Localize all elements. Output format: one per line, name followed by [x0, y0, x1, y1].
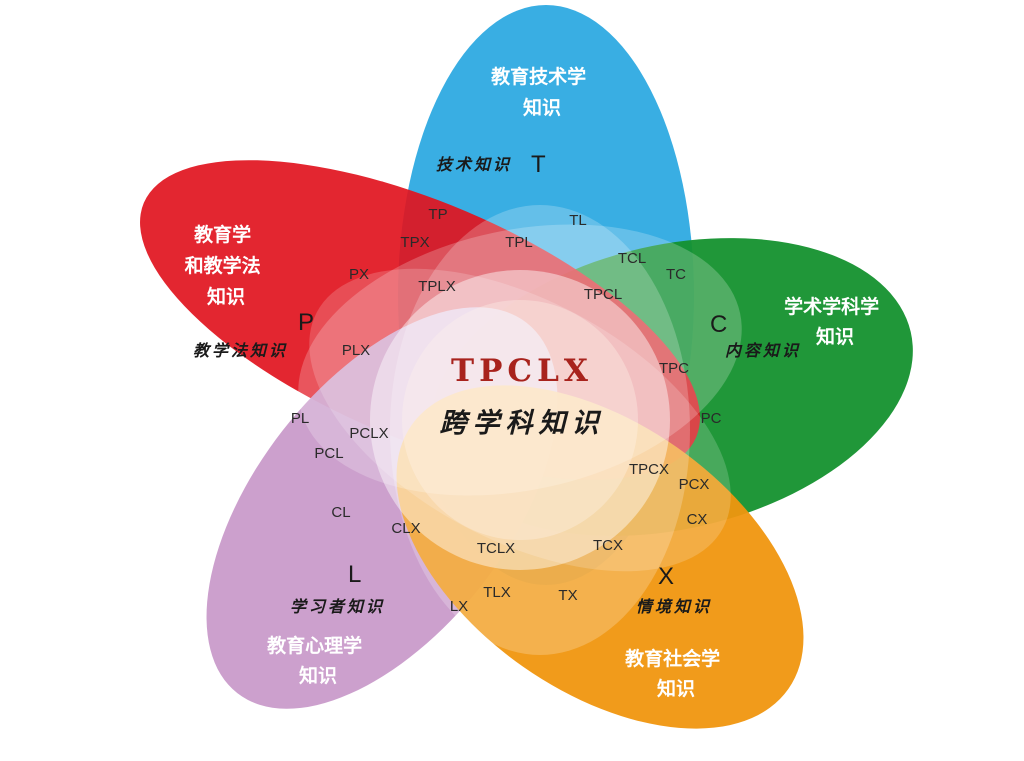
region-cx: CX: [687, 511, 708, 528]
region-clx: CLX: [391, 520, 420, 537]
region-tclx: TCLX: [477, 540, 515, 557]
letter-c: C: [710, 311, 727, 338]
region-lx: LX: [450, 598, 468, 615]
region-pcl: PCL: [314, 445, 343, 462]
overlap-core: [370, 270, 670, 570]
region-cl: CL: [331, 504, 350, 521]
region-tpcl: TPCL: [584, 286, 622, 303]
region-pcx: PCX: [679, 476, 710, 493]
knowledge-label-technology: 技术知识: [436, 155, 512, 174]
region-pc: PC: [701, 410, 722, 427]
region-tlx: TLX: [483, 584, 511, 601]
domain-label-technology: 教育技术学 知识: [491, 65, 593, 119]
region-tcl: TCL: [618, 250, 646, 267]
petal-context: [396, 385, 804, 729]
center-group: TPCLX 跨学科知识: [440, 353, 605, 439]
region-tpx: TPX: [400, 234, 429, 251]
region-tcx: TCX: [593, 537, 623, 554]
domain-label-learner: 教育心理学 知识: [267, 634, 369, 687]
domain-labels: 教育技术学 知识 学术学科学 知识 教育社会学 知识 教育心理学 知识 教育学 …: [185, 65, 886, 700]
domain-label-pedagogy: 教育学 和教学法 知识: [185, 223, 268, 308]
region-tpc: TPC: [659, 360, 689, 377]
center-subtitle: 跨学科知识: [440, 408, 605, 439]
center-title: TPCLX: [451, 353, 593, 389]
petals: [140, 5, 913, 729]
knowledge-label-pedagogy: 教学法知识: [193, 341, 288, 360]
letter-t: T: [531, 151, 546, 178]
letter-x: X: [658, 563, 674, 590]
region-tp: TP: [428, 206, 447, 223]
region-tx: TX: [558, 587, 577, 604]
letter-l: L: [348, 561, 361, 588]
overlap-band-t-region: [390, 205, 690, 655]
knowledge-label-content: 内容知识: [725, 341, 801, 360]
region-tpcx: TPCX: [629, 461, 669, 478]
overlap-band-diagonal: [309, 268, 731, 572]
region-tc: TC: [666, 266, 686, 283]
region-tl: TL: [569, 212, 587, 229]
overlap-band-horizontal: [298, 224, 742, 496]
region-tpl: TPL: [505, 234, 533, 251]
letter-p: P: [298, 309, 314, 336]
region-plx: PLX: [342, 342, 370, 359]
domain-label-context: 教育社会学 知识: [625, 647, 727, 700]
knowledge-label-learner: 学习者知识: [290, 597, 385, 616]
overlap-highlights: [298, 205, 742, 655]
knowledge-label-context: 情境知识: [636, 597, 712, 616]
region-tplx: TPLX: [418, 278, 456, 295]
region-pclx: PCLX: [349, 425, 388, 442]
region-pl: PL: [291, 410, 309, 427]
region-labels: TP TL TPX TPL TCL TC PX TPLX TPCL PLX TP…: [291, 206, 722, 615]
overlap-core-inner: [402, 300, 638, 540]
domain-label-content: 学术学科学 知识: [784, 295, 886, 348]
knowledge-labels: 技术知识 T C 内容知识 X 情境知识 L 学习者知识 P 教学法知识: [193, 151, 801, 616]
region-px: PX: [349, 266, 369, 283]
